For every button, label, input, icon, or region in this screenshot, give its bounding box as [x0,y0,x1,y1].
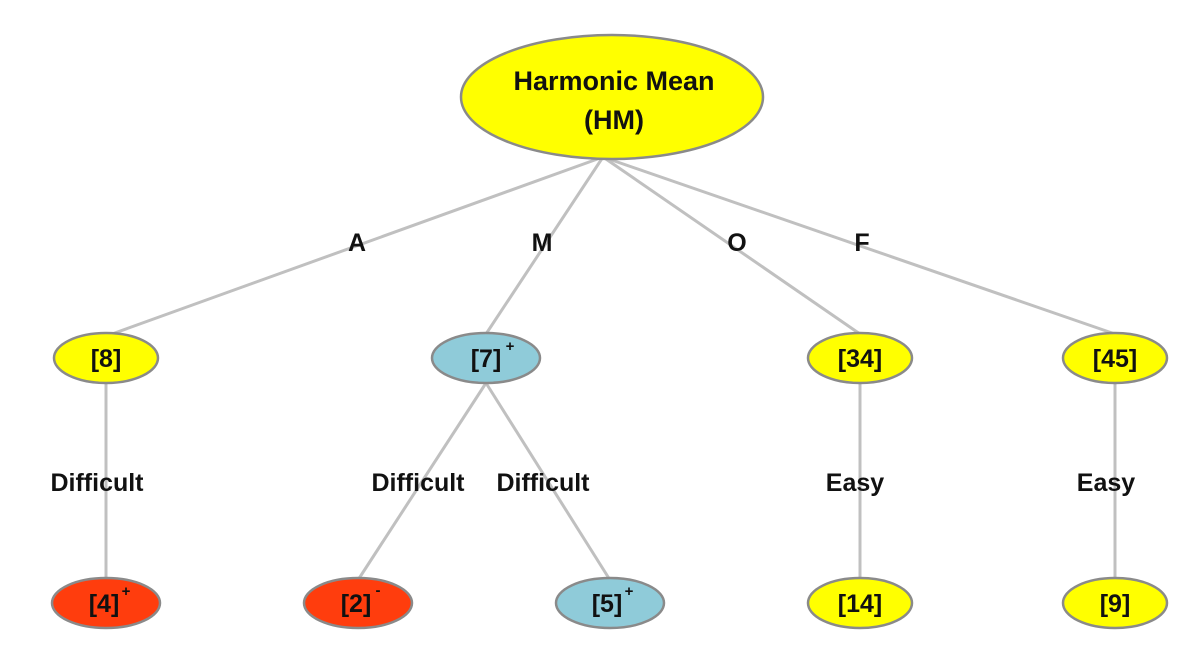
node-8-ellipse [52,331,160,385]
node-14-ellipse [806,576,914,630]
edge-root-to-f [602,155,1116,336]
node-45: [45] [1061,331,1169,385]
node-9-ellipse [1061,576,1169,630]
node-5-label: [5] [592,590,623,618]
node-7-superscript: + [506,338,515,355]
edge-root-to-a [111,155,604,336]
edge-root-to-m [484,156,605,335]
edge-label-difficult-2: Difficult [371,469,465,497]
branch-label-m: M [532,229,553,257]
node-34-label: [34] [838,345,882,373]
edge-label-easy-1: Easy [826,469,884,497]
branch-label-a: A [348,229,366,257]
node-34: [34] [806,331,914,385]
node-7-ellipse [430,331,542,385]
node-7-label: [7] [471,345,502,373]
root-node-subtitle: (HM) [584,105,644,135]
node-9: [9] [1061,576,1169,630]
node-9-label: [9] [1100,590,1131,618]
edge-7-to-5 [484,382,612,581]
node-2-ellipse [302,576,414,630]
node-2-label: [2] [341,590,372,618]
edge-label-difficult-1: Difficult [50,469,144,497]
node-8-label: [8] [91,345,122,373]
node-5: [5] + [554,576,666,630]
node-4-label: [4] [89,590,120,618]
root-node-ellipse [459,33,765,161]
node-14-label: [14] [838,590,882,618]
edge-root-to-o [602,155,861,336]
node-2-superscript: - [376,582,381,599]
node-5-superscript: + [625,583,634,600]
node-5-ellipse [554,576,666,630]
root-node-title: Harmonic Mean [513,66,714,96]
node-34-ellipse [806,331,914,385]
node-7: [7] + [430,331,542,385]
node-45-label: [45] [1093,345,1137,373]
edge-label-easy-2: Easy [1077,469,1135,497]
edge-label-difficult-3: Difficult [496,469,590,497]
branch-label-o: O [727,229,746,257]
node-14: [14] [806,576,914,630]
branch-label-f: F [854,229,869,257]
node-2: [2] - [302,576,414,630]
edge-7-to-2 [356,382,488,581]
root-node: Harmonic Mean (HM) [459,33,765,161]
node-4-superscript: + [122,583,131,600]
node-4: [4] + [50,576,162,630]
node-4-ellipse [50,576,162,630]
node-8: [8] [52,331,160,385]
node-45-ellipse [1061,331,1169,385]
